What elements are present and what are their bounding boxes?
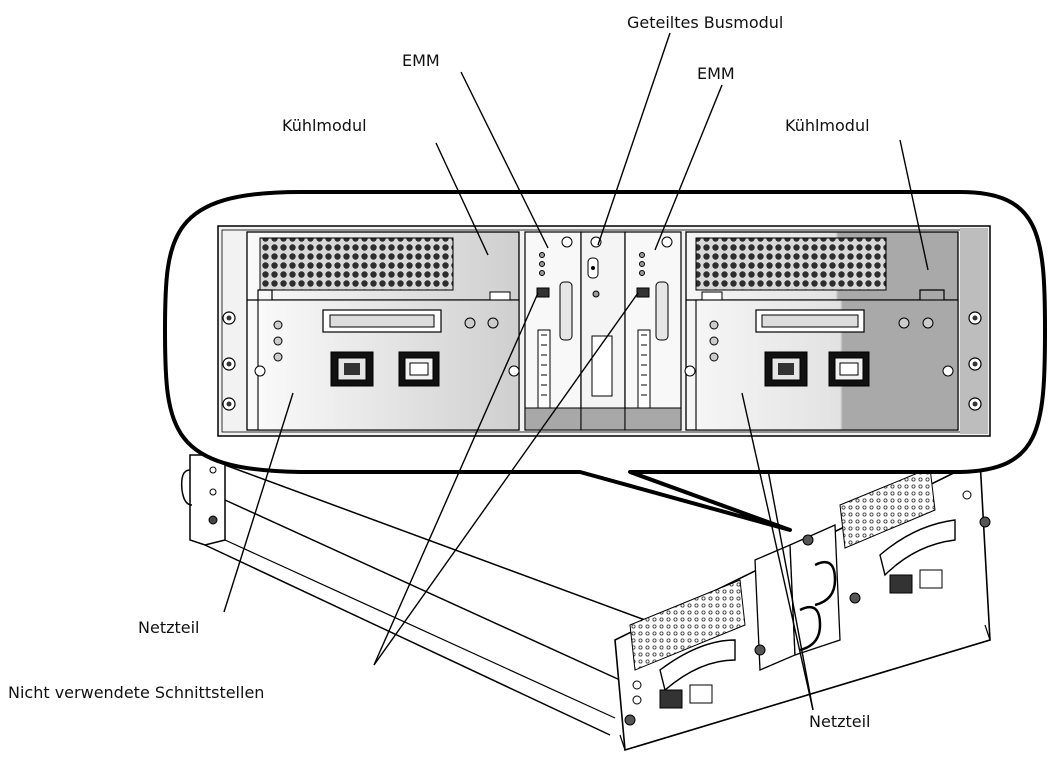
- label-emm-left: EMM: [402, 51, 440, 70]
- left-module-bay: [247, 232, 519, 430]
- cooling-vent-right: [696, 238, 886, 290]
- label-shared-bus: Geteiltes Busmodul: [627, 13, 783, 32]
- label-psu-left: Netzteil: [138, 618, 200, 637]
- cooling-vent-left: [260, 238, 453, 290]
- label-cooling-right: Kühlmodul: [785, 116, 870, 135]
- emm-right-module: [625, 232, 681, 430]
- emm-left-module: [525, 232, 581, 430]
- rack-ear-left: [190, 455, 225, 545]
- label-psu-right: Netzteil: [809, 712, 871, 731]
- right-module-bay: [685, 232, 958, 430]
- center-module-bay: [525, 232, 681, 430]
- label-unused-ports: Nicht verwendete Schnittstellen: [8, 683, 264, 702]
- label-cooling-left: Kühlmodul: [282, 116, 367, 135]
- label-emm-right: EMM: [697, 64, 735, 83]
- chassis-isometric: [182, 455, 990, 750]
